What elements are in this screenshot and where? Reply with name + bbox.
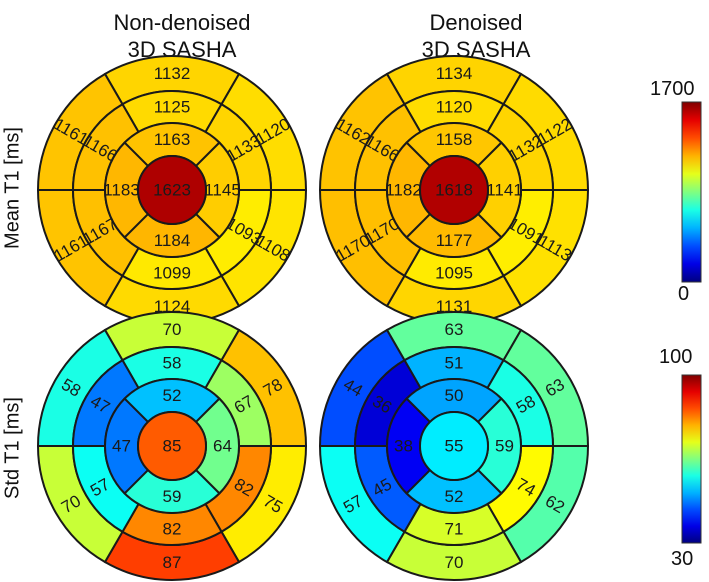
segment-apex [137,411,207,481]
segment-label-basal-4: 87 [163,553,182,572]
segment-label-apical-2: 59 [495,437,514,456]
colorbar-2-min-label: 30 [671,548,694,570]
segment-label-mid-4: 82 [163,520,182,539]
colorbar-1-max-label: 1700 [650,78,695,100]
segment-label-mid-4: 1095 [435,264,473,283]
segment-label-apical-1: 52 [163,386,182,405]
segment-label-basal-1: 1134 [436,64,473,83]
segment-label-apex: 55 [445,437,464,456]
segment-label-apical-1: 1163 [154,130,191,149]
colorbar-2-max-label: 100 [659,346,693,368]
segment-label-mid-4: 71 [445,520,464,539]
segment-label-apex: 1618 [435,181,473,200]
segment-label-mid-4: 1099 [153,264,191,283]
segment-label-apical-4: 1182 [385,181,422,200]
column-title-line: Non-denoised [113,10,251,35]
segment-label-apical-3: 1177 [436,231,473,250]
segment-label-apical-2: 1141 [486,181,523,200]
bullseye-mean-denoised: 1134112211131131117011621120113210911095… [318,55,590,325]
segment-label-mid-1: 1120 [436,98,473,117]
segment-label-basal-1: 1132 [154,64,191,83]
bullseye-mean-nondenoised: 1132112011081124116111611125113310931099… [36,55,308,325]
segment-label-mid-1: 1125 [154,98,191,117]
segment-label-apical-3: 59 [163,487,182,506]
segment-label-mid-1: 51 [445,354,464,373]
segment-label-apex: 85 [163,437,182,456]
segment-apex [137,155,207,225]
segment-label-apical-1: 50 [445,386,464,405]
segment-label-apical-3: 1184 [154,231,191,250]
segment-apex [419,411,489,481]
segment-label-basal-1: 70 [163,320,182,339]
segment-label-apical-2: 1145 [204,181,241,200]
segment-label-basal-1: 63 [445,320,464,339]
segment-label-basal-4: 1131 [436,297,473,316]
segment-label-apical-1: 1158 [436,130,473,149]
colorbar-1 [681,101,702,283]
column-title-line: Denoised [429,10,523,35]
segment-label-mid-1: 58 [163,354,182,373]
segment-label-apical-4: 47 [112,437,131,456]
segment-label-apical-4: 1183 [103,181,140,200]
segment-label-apical-4: 38 [394,437,413,456]
segment-apex [419,155,489,225]
segment-label-apex: 1623 [153,181,191,200]
segment-label-basal-4: 1124 [154,297,191,316]
colorbar-1-min-label: 0 [678,283,690,305]
colorbar-2 [681,374,702,544]
segment-label-apical-2: 64 [213,437,232,456]
segment-label-apical-3: 52 [445,487,464,506]
column-title-non-denoised: Non-denoised 3D SASHA [62,9,302,63]
segment-label-basal-4: 70 [445,553,464,572]
